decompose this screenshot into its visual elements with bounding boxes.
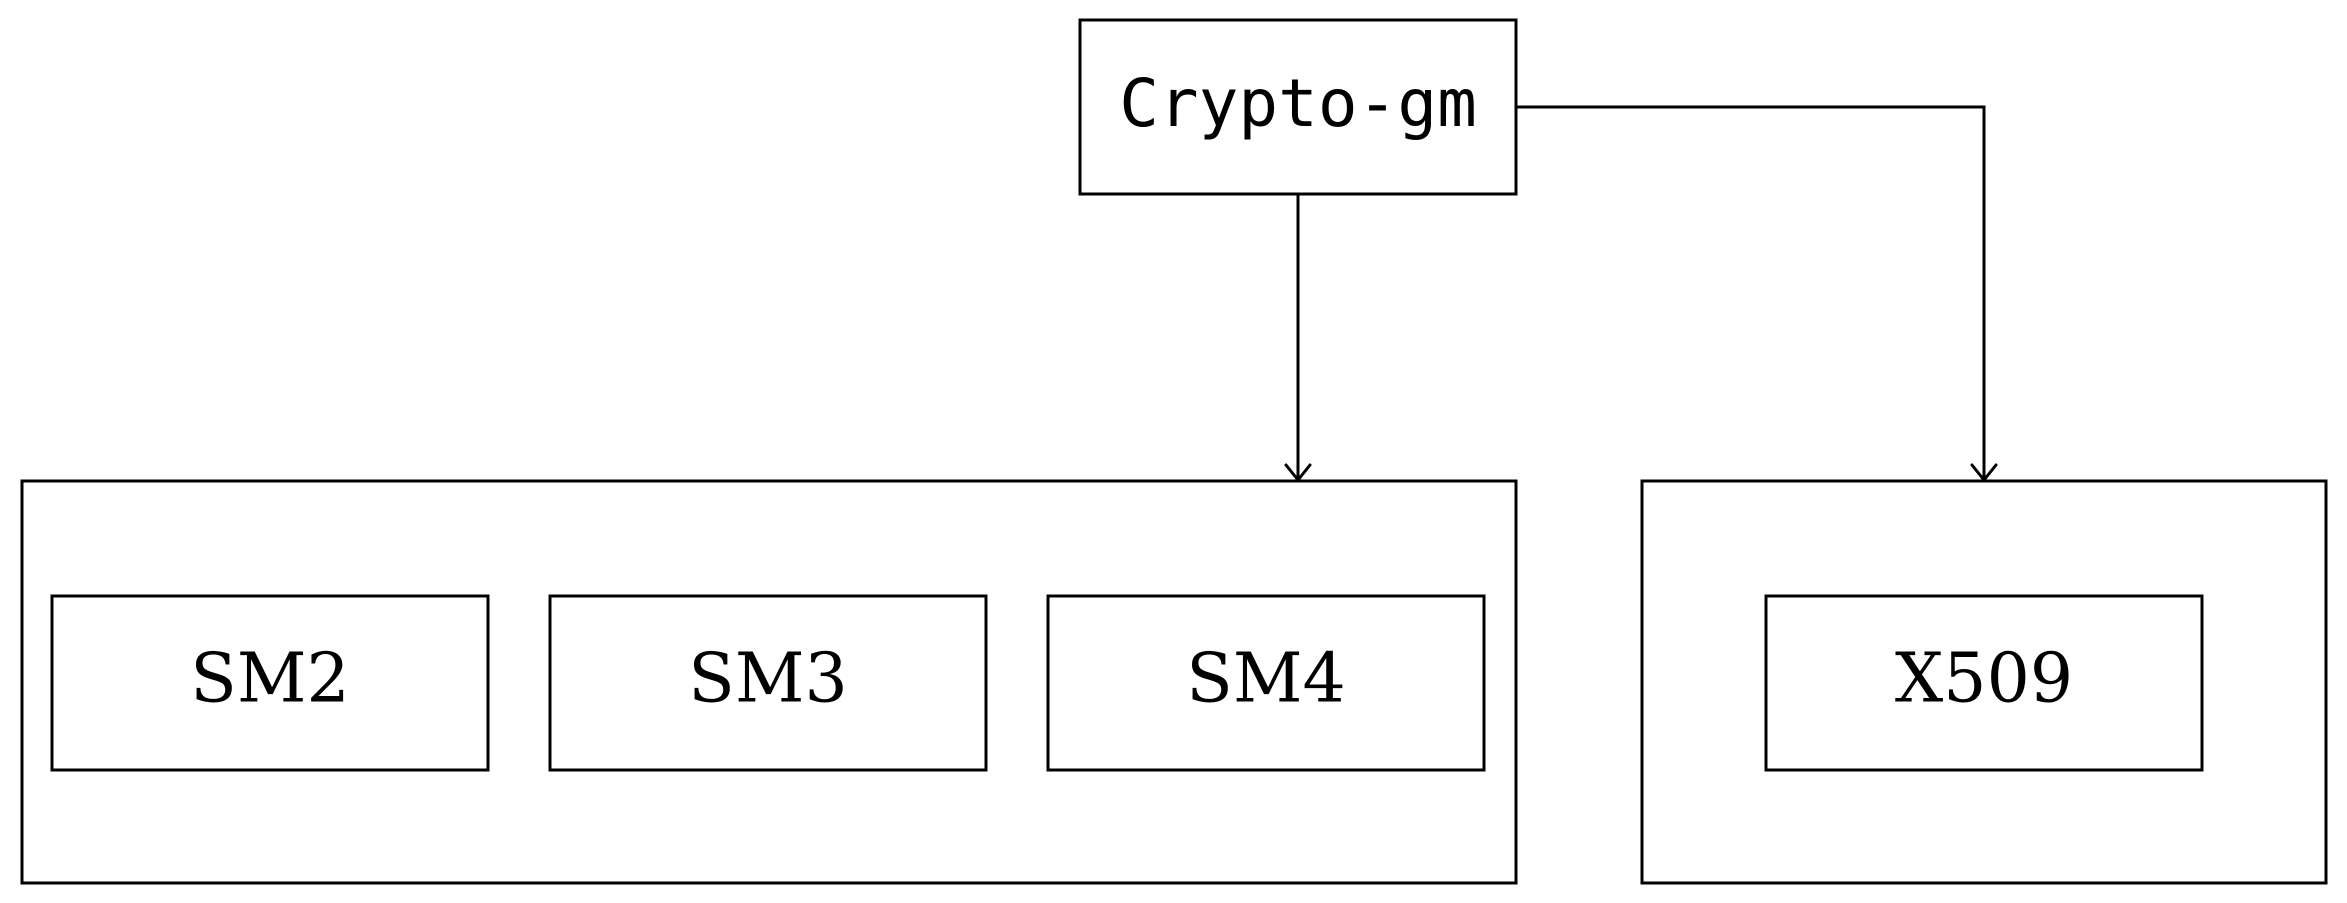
certificate-node-box [1764, 594, 2204, 772]
algorithm-node-sm3: SM3 [548, 594, 988, 772]
algorithm-node-label: SM3 [688, 640, 847, 719]
edge-line [1516, 105, 1986, 480]
root-node-label: Crypto-gm [1119, 65, 1477, 142]
edge-root-to-certificate-group [1516, 105, 1998, 482]
edge-root-to-algorithms-group [1284, 194, 1312, 482]
root-node: Crypto-gm [1078, 18, 1518, 196]
certificate-node-x509: X509 [1764, 594, 2204, 772]
certificate-group: X509 [1640, 479, 2328, 885]
algorithm-node-label: SM4 [1186, 640, 1345, 719]
algorithm-node-sm2: SM2 [50, 594, 490, 772]
certificate-node-label: X509 [1895, 640, 2073, 719]
algorithm-node-box [1046, 594, 1486, 772]
algorithm-node-box [548, 594, 988, 772]
algorithm-node-box [50, 594, 490, 772]
root-node-box [1078, 18, 1518, 196]
algorithm-node-sm4: SM4 [1046, 594, 1486, 772]
algorithm-node-label: SM2 [190, 640, 349, 719]
algorithms-group: SM2 SM3 SM4 [20, 479, 1518, 885]
